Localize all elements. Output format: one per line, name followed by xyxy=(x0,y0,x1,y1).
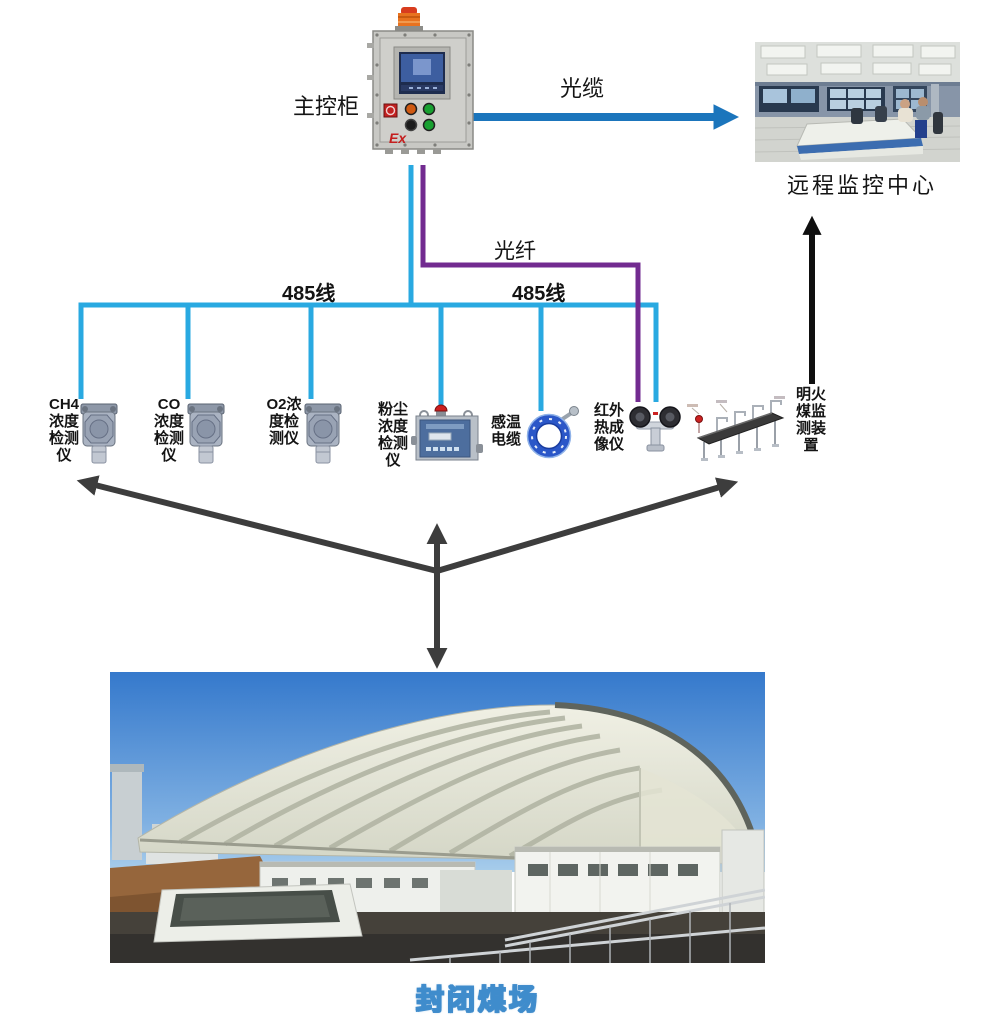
cabinet-screen xyxy=(393,46,451,100)
rs485-bus-line xyxy=(78,302,659,402)
device-label: CO浓度检测仪 xyxy=(153,396,184,464)
device-label: 红外热成像仪 xyxy=(593,402,624,453)
flame-coal-monitor-rig-icon xyxy=(687,396,785,461)
collect-arrow-right xyxy=(436,477,739,574)
remote-center-label: 远程监控中心 xyxy=(787,173,938,198)
ex-marking: Ex xyxy=(389,130,407,146)
gas-detector-icon xyxy=(304,403,342,464)
device-label: 感温电缆 xyxy=(490,414,521,448)
optical-fiber-label: 光纤 xyxy=(494,239,536,263)
device-label: 粉尘浓度检测仪 xyxy=(377,401,408,469)
gas-detector-icon xyxy=(80,403,118,464)
rs485-left-label: 485线 xyxy=(282,283,336,305)
control-cabinet-photo: Ex xyxy=(367,7,474,154)
device-label: O2浓度检测仪 xyxy=(266,396,302,447)
thermal-sensing-cable-icon xyxy=(526,406,579,459)
optical-fiber-line xyxy=(420,165,641,402)
main-cabinet-label: 主控柜 xyxy=(293,94,360,119)
gas-detector-icon xyxy=(187,403,225,464)
infrared-thermal-camera-icon xyxy=(629,406,681,452)
operators xyxy=(851,97,943,138)
coal-yard-caption: 封闭煤场 xyxy=(415,983,541,1016)
rs485-bus-lines xyxy=(78,165,659,411)
signal-collection-arrows xyxy=(76,475,739,669)
cabinet-buttons xyxy=(383,102,436,132)
control-room-photo xyxy=(755,42,960,162)
alarm-beacon-icon xyxy=(395,7,423,31)
device-label: 明火煤监测装置 xyxy=(795,386,826,454)
coal-yard-photo xyxy=(110,672,765,963)
rs485-right-label: 485线 xyxy=(512,283,566,305)
collect-arrow-left xyxy=(76,475,438,574)
dust-detector-box-icon xyxy=(411,404,483,461)
device-label: CH4浓度检测仪 xyxy=(48,396,79,464)
optical-cable-label: 光缆 xyxy=(560,76,605,101)
